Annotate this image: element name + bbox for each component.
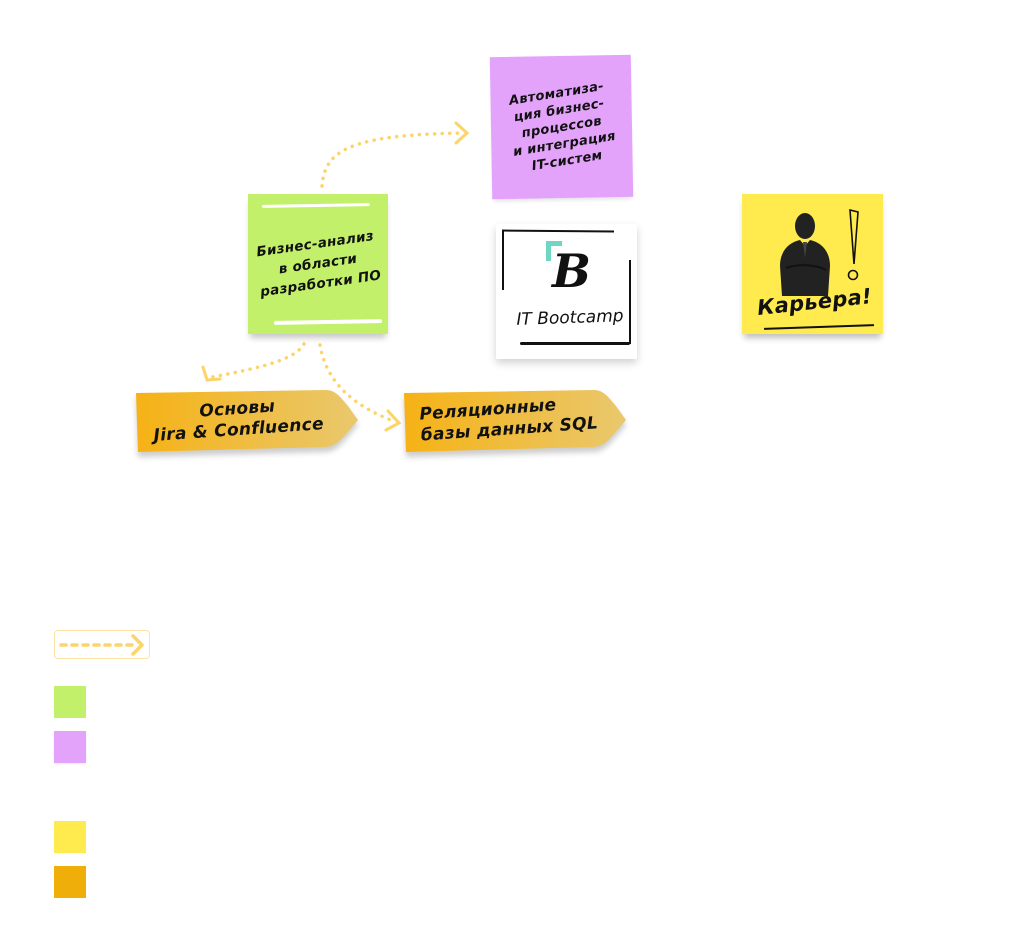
legend-swatch-yellow: [54, 821, 86, 853]
frame-line: [520, 342, 630, 345]
sticky-automation[interactable]: Автоматиза- ция бизнес- процессов и инте…: [489, 54, 634, 200]
connector-analysis-to-automation[interactable]: [320, 131, 464, 188]
banner-shape: [136, 390, 358, 452]
connector-analysis-to-jira[interactable]: [205, 342, 306, 380]
decorative-line: [261, 203, 371, 208]
banner-jira-confluence[interactable]: Основы Jira & Confluence: [136, 390, 358, 453]
businessman-silhouette-icon: [780, 208, 859, 296]
it-bootcamp-logo[interactable]: B IT Bootcamp: [496, 224, 637, 359]
decorative-underline: [763, 324, 875, 330]
decorative-line: [273, 319, 383, 325]
logo-brand-text: IT Bootcamp: [516, 306, 624, 330]
banner-sql[interactable]: Реляционные базы данных SQL: [404, 390, 626, 453]
arrowhead-sql-icon: [384, 409, 402, 432]
frame-line: [629, 260, 631, 344]
legend-swatch-orange: [54, 866, 86, 898]
banner-shape: [404, 390, 626, 452]
dashed-arrow-icon: [59, 634, 144, 656]
frame-line: [502, 230, 504, 290]
sticky-automation-text: Автоматиза- ция бизнес- процессов и инте…: [507, 78, 617, 174]
legend-swatch-purple: [54, 731, 86, 763]
legend-connector-sample: [54, 630, 150, 659]
arrowhead-automation-icon: [454, 121, 470, 145]
logo-corner-accent-icon: [546, 241, 562, 261]
arrowhead-jira-icon: [201, 365, 222, 382]
sticky-business-analysis-text: Бизнес-анализ в области разработки ПО: [255, 228, 383, 301]
sticky-career[interactable]: Карьера!: [742, 194, 883, 334]
sticky-business-analysis[interactable]: Бизнес-анализ в области разработки ПО: [248, 194, 388, 334]
legend-swatch-green: [54, 686, 86, 718]
logo-letter: B: [552, 244, 591, 298]
sticky-career-text: Карьера!: [756, 284, 873, 320]
frame-line: [501, 229, 615, 233]
